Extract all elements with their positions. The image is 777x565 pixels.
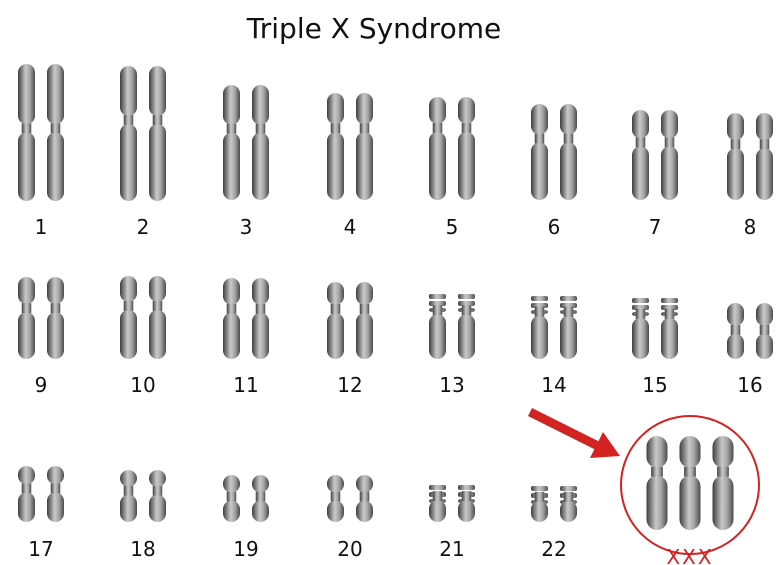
chromosome-8-copy-2 (756, 113, 773, 200)
chromosome-number-1: 1 (35, 215, 48, 239)
diagram-title: Triple X Syndrome (246, 12, 501, 45)
chromosome-number-7: 7 (649, 215, 662, 239)
chromosome-10-copy-2 (149, 276, 166, 359)
chromosome-pair-5: 5 (429, 97, 475, 239)
chromosome-number-8: 8 (744, 215, 757, 239)
chromosome-pair-3: 3 (223, 85, 269, 239)
chromosome-number-22: 22 (541, 537, 566, 561)
chromosome-pair-1: 1 (18, 64, 64, 239)
chromosome-number-3: 3 (240, 215, 253, 239)
chromosome-pair-11: 11 (223, 278, 269, 397)
chromosome-21-copy-1 (429, 485, 446, 522)
chromosome-15-copy-1 (632, 298, 649, 359)
x-chromosome-copy-1 (647, 436, 668, 530)
chromosome-17-copy-2 (47, 466, 64, 522)
chromosome-12-copy-1 (327, 282, 344, 359)
chromosome-17-copy-1 (18, 466, 35, 522)
arrow-icon (530, 412, 620, 458)
chromosome-7-copy-1 (632, 110, 649, 200)
chromosome-16-copy-1 (727, 303, 744, 359)
chromosome-pair-2: 2 (120, 66, 166, 239)
x-chromosomes (647, 436, 734, 530)
chromosome-pair-12: 12 (327, 282, 373, 397)
chromosome-5-copy-2 (458, 97, 475, 200)
chromosome-number-17: 17 (28, 537, 53, 561)
chromosome-pair-7: 7 (632, 110, 678, 239)
chromosome-13-copy-2 (458, 294, 475, 359)
chromosome-number-13: 13 (439, 373, 464, 397)
chromosome-pair-20: 20 (327, 475, 373, 561)
chromosome-15-copy-2 (661, 298, 678, 359)
chromosome-22-copy-1 (531, 486, 548, 522)
chromosome-pair-16: 16 (727, 303, 773, 397)
chromosome-number-11: 11 (233, 373, 258, 397)
chromosome-1-copy-2 (47, 64, 64, 201)
chromosome-pair-8: 8 (727, 113, 773, 239)
chromosome-18-copy-2 (149, 470, 166, 522)
chromosome-8-copy-1 (727, 113, 744, 200)
chromosome-pair-19: 19 (223, 475, 269, 561)
chromosome-20-copy-2 (356, 475, 373, 522)
chromosome-number-12: 12 (337, 373, 362, 397)
chromosome-13-copy-1 (429, 294, 446, 359)
chromosome-12-copy-2 (356, 282, 373, 359)
chromosome-number-10: 10 (130, 373, 155, 397)
chromosome-pair-4: 4 (327, 93, 373, 239)
chromosome-3-copy-1 (223, 85, 240, 200)
chromosome-pair-9: 9 (18, 277, 64, 397)
sex-chromosome-group: XXX (621, 416, 759, 565)
chromosome-6-copy-1 (531, 104, 548, 200)
chromosome-20-copy-1 (327, 475, 344, 522)
chromosome-14-copy-1 (531, 296, 548, 359)
chromosome-pair-22: 22 (531, 486, 577, 561)
chromosome-18-copy-1 (120, 470, 137, 522)
chromosome-pair-6: 6 (531, 104, 577, 239)
chromosome-19-copy-1 (223, 475, 240, 522)
x-chromosome-copy-2 (680, 436, 701, 530)
chromosome-3-copy-2 (252, 85, 269, 200)
chromosome-number-19: 19 (233, 537, 258, 561)
chromosome-number-2: 2 (137, 215, 150, 239)
chromosome-number-20: 20 (337, 537, 362, 561)
chromosome-number-16: 16 (737, 373, 762, 397)
chromosome-10-copy-1 (120, 276, 137, 359)
xxx-label: XXX (666, 545, 713, 565)
chromosome-1-copy-1 (18, 64, 35, 201)
chromosome-2-copy-1 (120, 66, 137, 201)
chromosome-number-21: 21 (439, 537, 464, 561)
chromosome-pair-14: 14 (531, 296, 577, 397)
chromosome-4-copy-2 (356, 93, 373, 200)
x-chromosome-copy-3 (713, 436, 734, 530)
chromosome-number-4: 4 (344, 215, 357, 239)
chromosome-16-copy-2 (756, 303, 773, 359)
chromosome-pair-21: 21 (429, 485, 475, 561)
chromosome-pair-18: 18 (120, 470, 166, 561)
chromosome-9-copy-2 (47, 277, 64, 359)
chromosome-11-copy-2 (252, 278, 269, 359)
chromosome-number-9: 9 (35, 373, 48, 397)
chromosome-number-5: 5 (446, 215, 459, 239)
chromosome-number-18: 18 (130, 537, 155, 561)
chromosome-14-copy-2 (560, 296, 577, 359)
chromosome-4-copy-1 (327, 93, 344, 200)
chromosome-6-copy-2 (560, 104, 577, 200)
chromosome-number-6: 6 (548, 215, 561, 239)
chromosome-pair-17: 17 (18, 466, 64, 561)
chromosome-19-copy-2 (252, 475, 269, 522)
chromosome-number-15: 15 (642, 373, 667, 397)
chromosome-9-copy-1 (18, 277, 35, 359)
chromosome-2-copy-2 (149, 66, 166, 201)
chromosome-pair-10: 10 (120, 276, 166, 397)
chromosome-11-copy-1 (223, 278, 240, 359)
chromosome-number-14: 14 (541, 373, 566, 397)
chromosome-22-copy-2 (560, 486, 577, 522)
chromosome-21-copy-2 (458, 485, 475, 522)
chromosome-pair-15: 15 (632, 298, 678, 397)
chromosome-7-copy-2 (661, 110, 678, 200)
chromosome-5-copy-1 (429, 97, 446, 200)
chromosome-pair-13: 13 (429, 294, 475, 397)
